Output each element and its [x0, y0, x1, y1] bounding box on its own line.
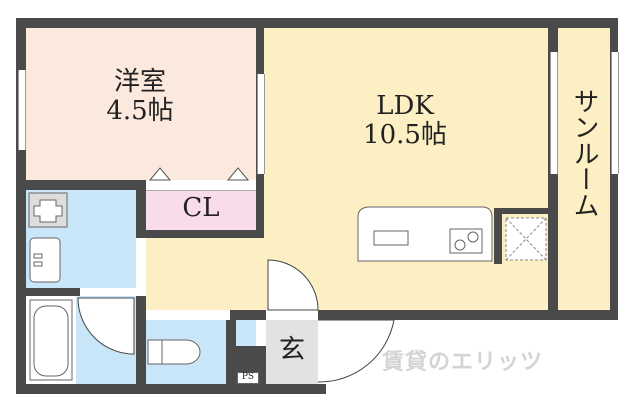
closet-door-strip — [146, 180, 256, 191]
wall-toilet-right — [226, 320, 236, 384]
window-sunroom-left — [550, 52, 558, 174]
wall-toilet-top — [230, 310, 266, 320]
washing-machine-icon — [28, 192, 68, 228]
closet — [146, 190, 256, 230]
wall-top — [16, 18, 614, 28]
closet-label: CL — [182, 193, 220, 223]
wall-left — [16, 18, 26, 394]
bath-door-swing-icon — [77, 297, 135, 355]
ldk-label: LDK 10.5帖 — [330, 92, 480, 149]
sunroom — [558, 28, 610, 310]
kitchen-counter-icon — [357, 206, 493, 262]
wall-bottom-right — [318, 310, 618, 320]
window-sunroom-right — [611, 52, 619, 174]
western-room — [26, 28, 256, 180]
wall-kitchen-counter-right — [494, 208, 502, 264]
window-western-right — [257, 74, 265, 174]
pipe-space-label: PS — [237, 372, 259, 384]
ldk-lower-extension — [146, 238, 266, 310]
entrance-door-swing-icon — [267, 259, 395, 383]
entrance — [266, 320, 318, 384]
wall-kitchen-top — [494, 208, 554, 214]
western-room-label: 洋室 4.5帖 — [70, 68, 210, 125]
fridge-space-icon — [505, 217, 547, 261]
bathtub-icon — [29, 299, 73, 381]
watermark: 賃貸のエリッツ — [382, 350, 544, 375]
window-western-left — [18, 70, 26, 150]
wall-western-bottom — [16, 180, 146, 190]
western-room-size: 4.5帖 — [106, 95, 174, 126]
wall-closet-bottom — [136, 230, 264, 238]
ldk-name: LDK — [376, 91, 434, 121]
sunroom-label: サンルーム — [569, 88, 599, 218]
wall-wash-right — [136, 180, 146, 238]
wall-bottom-left — [16, 384, 326, 394]
western-room-name: 洋室 — [113, 67, 166, 97]
ldk-size: 10.5帖 — [363, 119, 447, 150]
washbasin-icon — [29, 237, 61, 283]
wall-bath-hall-right — [136, 296, 146, 394]
closet-door-icon — [148, 167, 250, 181]
entrance-label: 玄 — [278, 335, 305, 365]
wall-wash-bottom — [16, 288, 80, 296]
toilet-icon — [147, 339, 201, 365]
